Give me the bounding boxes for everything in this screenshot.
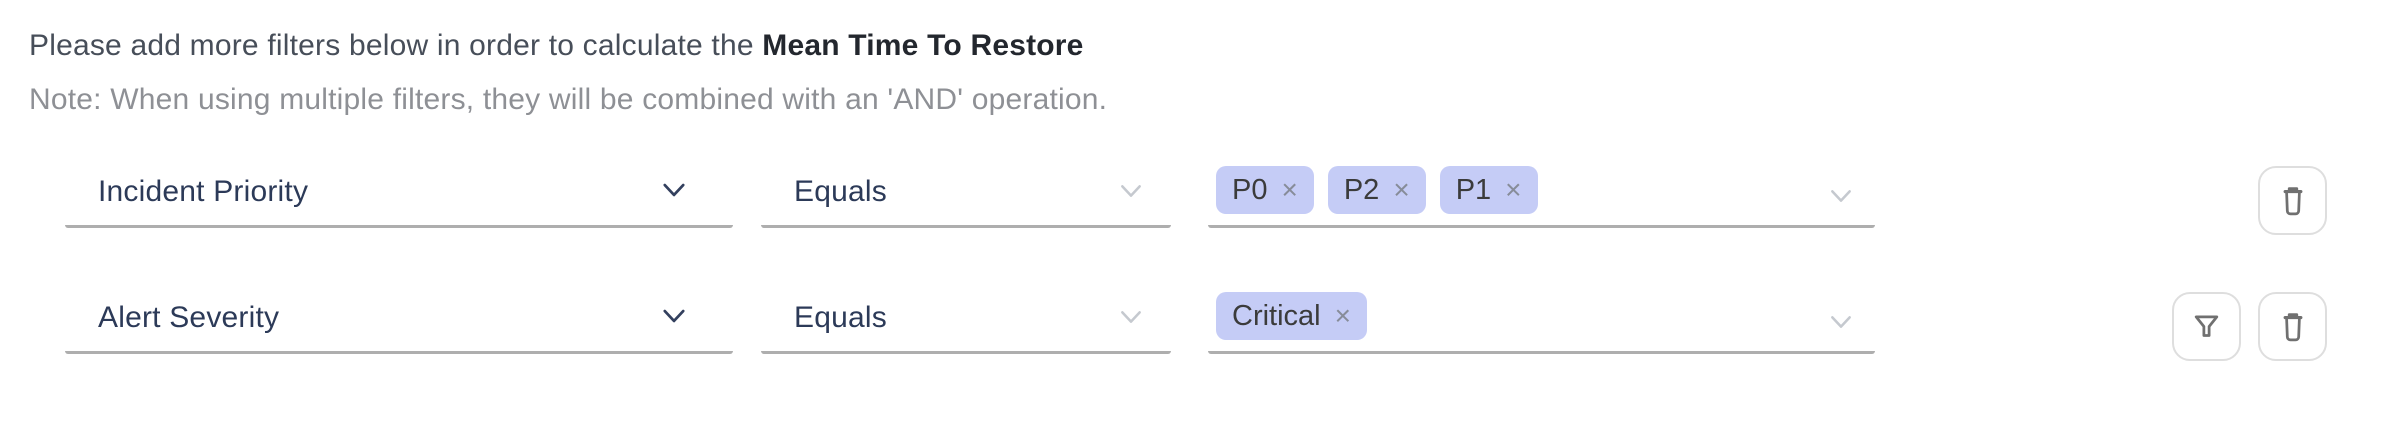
field-select-value: Alert Severity — [98, 301, 280, 334]
field-select-value: Incident Priority — [98, 175, 309, 208]
chevron-down-icon — [1115, 175, 1147, 207]
filters-note: Note: When using multiple filters, they … — [29, 83, 1108, 116]
remove-tag-icon[interactable]: × — [1505, 174, 1522, 205]
value-tag: P2 × — [1327, 166, 1426, 214]
row-actions — [2258, 166, 2327, 235]
trash-icon — [2277, 184, 2309, 218]
apply-filter-button[interactable] — [2172, 292, 2241, 361]
operator-select[interactable]: Equals — [761, 175, 1171, 228]
filter-row: Alert Severity Equals Critical × — [65, 292, 2327, 361]
filters-instruction: Please add more filters below in order t… — [29, 26, 2408, 66]
delete-filter-button[interactable] — [2258, 292, 2327, 361]
filter-rows: Incident Priority Equals P0 × — [65, 166, 2327, 361]
field-select[interactable]: Alert Severity — [65, 299, 733, 354]
value-tag: P0 × — [1216, 166, 1314, 214]
chevron-down-icon — [1825, 180, 1857, 212]
remove-tag-icon[interactable]: × — [1393, 174, 1410, 205]
value-tag-label: P2 — [1343, 174, 1380, 206]
filter-panel: Please add more filters below in order t… — [29, 26, 2408, 361]
values-multiselect[interactable]: Critical × — [1208, 292, 1875, 354]
selected-values: P0 × P2 × P1 × — [1216, 166, 1538, 214]
chevron-down-icon — [1115, 301, 1147, 333]
remove-tag-icon[interactable]: × — [1334, 300, 1351, 331]
values-multiselect[interactable]: P0 × P2 × P1 × — [1208, 166, 1875, 228]
chevron-down-icon — [657, 299, 691, 333]
chevron-down-icon — [657, 173, 691, 207]
filter-row: Incident Priority Equals P0 × — [65, 166, 2327, 235]
chevron-down-icon — [1825, 306, 1857, 338]
value-tag: P1 × — [1439, 166, 1538, 214]
value-tag-label: Critical — [1232, 300, 1321, 332]
value-tag-label: P1 — [1455, 174, 1492, 206]
funnel-icon — [2190, 310, 2223, 343]
trash-icon — [2277, 310, 2309, 344]
operator-select-value: Equals — [794, 175, 887, 208]
row-actions — [2172, 292, 2327, 361]
field-select[interactable]: Incident Priority — [65, 173, 733, 228]
remove-tag-icon[interactable]: × — [1281, 174, 1298, 205]
operator-select[interactable]: Equals — [761, 301, 1171, 354]
delete-filter-button[interactable] — [2258, 166, 2327, 235]
value-tag: Critical × — [1216, 292, 1367, 340]
value-tag-label: P0 — [1232, 174, 1268, 206]
selected-values: Critical × — [1216, 292, 1367, 340]
metric-name: Mean Time To Restore — [762, 29, 1084, 62]
instruction-text: Please add more filters below in order t… — [29, 29, 763, 62]
operator-select-value: Equals — [794, 301, 887, 334]
